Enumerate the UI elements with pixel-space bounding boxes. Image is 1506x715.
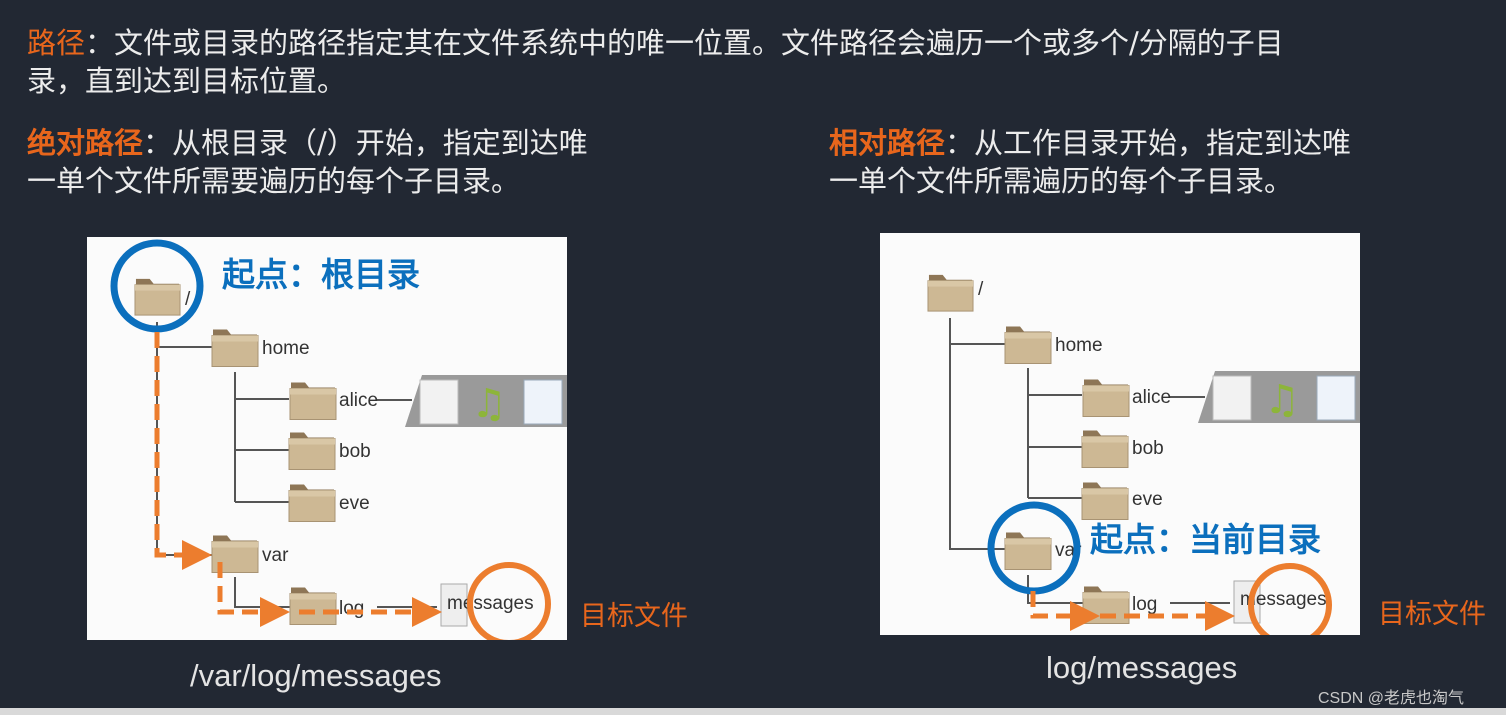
bottom-bar <box>0 708 1506 715</box>
target-circle <box>1248 563 1332 635</box>
eve-folder-icon <box>288 483 336 523</box>
tree-lines <box>949 318 1230 604</box>
file-icons-strip: ♫ <box>1198 371 1360 423</box>
absolute-text: ：从根目录（/）开始，指定到达唯 <box>143 126 588 160</box>
home-folder-icon <box>211 328 259 368</box>
absolute-line-1: 绝对路径：从根目录（/）开始，指定到达唯 <box>27 124 588 162</box>
absolute-target-label: 目标文件 <box>580 601 688 632</box>
relative-line-1: 相对路径：从工作目录开始，指定到达唯 <box>829 124 1351 162</box>
home-label: home <box>1055 335 1103 356</box>
eve-label: eve <box>339 493 370 514</box>
orange-path-arrow <box>154 332 442 627</box>
alice-folder-icon <box>1082 378 1130 418</box>
orange-path-arrow <box>1030 591 1235 631</box>
home-folder-icon <box>1004 325 1052 365</box>
messages-label: messages <box>447 593 534 614</box>
start-circle <box>110 239 204 333</box>
music-icon: ♫ <box>1264 377 1300 423</box>
alice-label: alice <box>339 390 378 411</box>
credit-watermark: CSDN @老虎也淘气 <box>1318 690 1465 707</box>
relative-text: ：从工作目录开始，指定到达唯 <box>945 126 1352 160</box>
var-label: var <box>262 545 289 566</box>
start-label: 起点：根目录 <box>222 255 420 294</box>
root-folder-icon <box>927 274 974 312</box>
eve-folder-icon <box>1081 481 1129 521</box>
bob-label: bob <box>339 441 371 462</box>
music-icon: ♫ <box>471 381 507 427</box>
alice-label: alice <box>1132 387 1171 408</box>
log-label: log <box>1132 594 1157 615</box>
relative-term: 相对路径 <box>829 126 946 160</box>
intro-line-1: 路径：文件或目录的路径指定其在文件系统中的唯一位置。文件路径会遍历一个或多个/分… <box>27 24 1284 62</box>
document-icon <box>1212 375 1252 421</box>
bob-label: bob <box>1132 438 1164 459</box>
var-folder-icon <box>1004 531 1052 571</box>
spreadsheet-icon <box>1316 375 1356 421</box>
target-circle <box>467 562 551 640</box>
messages-label: messages <box>1240 589 1327 610</box>
root-folder-icon <box>134 278 181 316</box>
root-label: / <box>978 279 984 300</box>
relative-path-example: log/messages <box>1046 650 1238 685</box>
eve-label: eve <box>1132 489 1163 510</box>
log-label: log <box>339 598 364 619</box>
relative-target-label: 目标文件 <box>1378 599 1486 630</box>
bob-folder-icon <box>1081 429 1129 469</box>
intro-text: ：文件或目录的路径指定其在文件系统中的唯一位置。文件路径会遍历一个或多个/分隔的… <box>85 26 1284 60</box>
bob-folder-icon <box>288 431 336 471</box>
absolute-tree-diagram: ♫ / home alice bob eve var log messages … <box>87 237 567 640</box>
alice-folder-icon <box>289 381 337 421</box>
document-icon <box>419 379 459 425</box>
start-label: 起点：当前目录 <box>1090 520 1321 559</box>
absolute-path-example: /var/log/messages <box>190 658 442 693</box>
intro-line-2: 录，直到达到目标位置。 <box>27 64 347 98</box>
relative-tree-diagram: ♫ / home alice bob eve var log messages … <box>880 233 1360 635</box>
home-label: home <box>262 338 310 359</box>
messages-file-icon <box>440 583 468 627</box>
file-icons-strip: ♫ <box>405 375 567 427</box>
intro-term: 路径 <box>27 26 86 60</box>
relative-line-2: 一单个文件所需遍历的每个子目录。 <box>829 164 1294 198</box>
absolute-line-2: 一单个文件所需要遍历的每个子目录。 <box>27 164 521 198</box>
absolute-term: 绝对路径 <box>27 126 144 160</box>
root-label: / <box>185 289 191 310</box>
log-folder-icon <box>289 586 337 626</box>
spreadsheet-icon <box>523 379 563 425</box>
